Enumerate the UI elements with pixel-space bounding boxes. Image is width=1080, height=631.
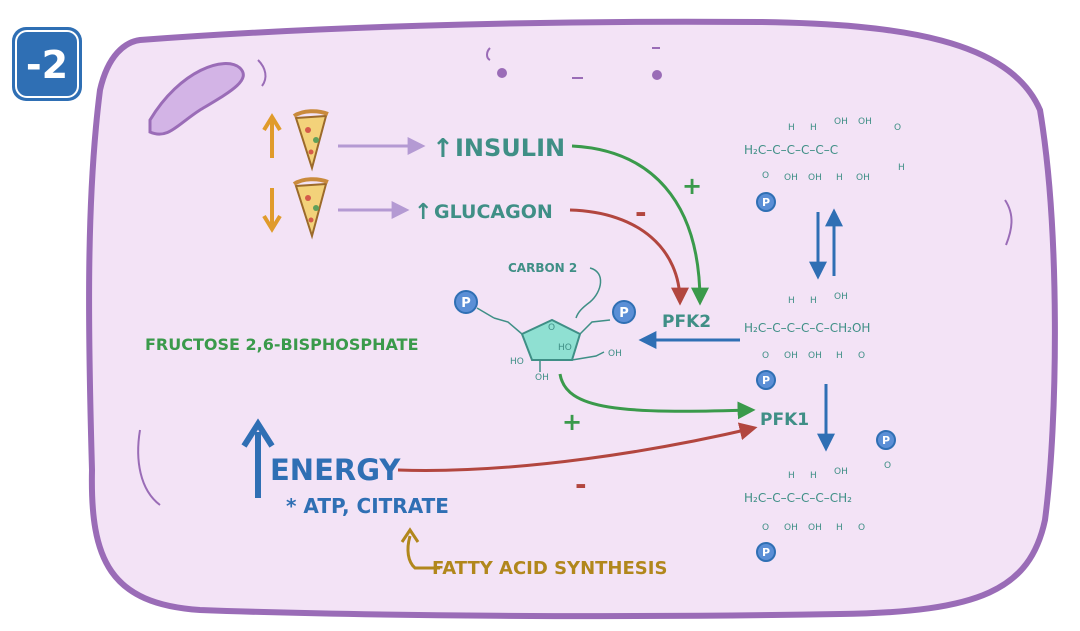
organelle-detail xyxy=(257,59,267,87)
f6p-structure: H H OH H₂C–C–C–C–C–CH₂OH O OH OH H O xyxy=(744,292,870,361)
svg-text:O: O xyxy=(762,171,769,181)
svg-text:P: P xyxy=(619,306,629,321)
svg-text:OH: OH xyxy=(856,173,870,183)
fasted-state-row xyxy=(262,177,329,240)
svg-text:H: H xyxy=(810,123,817,133)
svg-text:P: P xyxy=(882,434,890,447)
mitochondrion-icon xyxy=(148,62,245,136)
svg-text:OH: OH xyxy=(784,351,798,361)
svg-text:HO: HO xyxy=(510,357,524,367)
face-brow xyxy=(486,47,491,61)
cell-membrane xyxy=(86,18,1058,620)
svg-text:H: H xyxy=(898,163,905,173)
svg-text:OH: OH xyxy=(608,349,622,359)
svg-text:OH: OH xyxy=(784,523,798,533)
face-eye-right xyxy=(652,70,662,80)
fatty-acid-label: FATTY ACID SYNTHESIS xyxy=(432,558,667,579)
phosphate-icon: P xyxy=(756,192,776,212)
svg-text:OH: OH xyxy=(834,117,848,127)
svg-text:O: O xyxy=(762,351,769,361)
svg-text:OH: OH xyxy=(808,351,822,361)
svg-text:H: H xyxy=(788,296,795,306)
energy-subtitle: * ATP, CITRATE xyxy=(286,494,449,518)
f16bp-structure: O H H OH H₂C–C–C–C–C–CH₂ O OH OH H O xyxy=(744,461,891,533)
svg-text:H: H xyxy=(810,296,817,306)
fatty-acid-arrowhead xyxy=(400,527,420,543)
face-eye-left xyxy=(497,68,507,78)
phosphate-icon: P xyxy=(756,542,776,562)
carbon2-pointer xyxy=(575,267,602,319)
svg-text:H₂C–C–C–C–C–C: H₂C–C–C–C–C–C xyxy=(744,143,838,157)
phosphate-icon: P xyxy=(756,370,776,390)
svg-text:O: O xyxy=(894,123,901,133)
svg-text:H: H xyxy=(788,471,795,481)
pizza-icon xyxy=(292,109,329,172)
step-badge: -2 xyxy=(12,27,82,101)
svg-text:H: H xyxy=(836,351,843,361)
glucagon-up-arrow: ↑ xyxy=(414,200,432,225)
svg-text:P: P xyxy=(762,374,770,387)
energy-minus-sign: - xyxy=(575,468,587,501)
pfk2-label: PFK2 xyxy=(662,312,711,332)
insulin-label: INSULIN xyxy=(455,134,565,162)
energy-up-arrowhead xyxy=(241,418,275,448)
glucagon-to-pfk2-arrow xyxy=(569,208,689,306)
svg-text:H₂C–C–C–C–C–CH₂OH: H₂C–C–C–C–C–CH₂OH xyxy=(744,321,870,335)
membrane-squiggle-right xyxy=(1004,199,1013,246)
fed-state-row xyxy=(262,109,329,172)
pizza-icon xyxy=(292,177,329,240)
svg-text:OH: OH xyxy=(834,292,848,302)
svg-text:HO: HO xyxy=(558,343,572,353)
pfk1-label: PFK1 xyxy=(760,410,809,430)
f26bp-to-pfk1-arrow xyxy=(558,373,756,420)
svg-text:OH: OH xyxy=(535,373,549,383)
svg-text:O: O xyxy=(548,323,555,333)
svg-text:O: O xyxy=(884,461,891,471)
phosphate-icon: P xyxy=(876,430,896,450)
svg-text:O: O xyxy=(762,523,769,533)
insulin-plus-sign: + xyxy=(682,172,702,200)
svg-text:H: H xyxy=(836,173,843,183)
svg-text:H: H xyxy=(810,471,817,481)
glucose-structure: H H OH OH O H₂C–C–C–C–C–C H O OH OH H OH xyxy=(744,117,905,183)
phosphate-icon: P xyxy=(454,290,478,314)
f26bp-label: FRUCTOSE 2,6-BISPHOSPHATE xyxy=(145,335,419,354)
svg-text:P: P xyxy=(762,546,770,559)
insulin-up-arrow: ↑ xyxy=(432,134,454,164)
svg-text:OH: OH xyxy=(834,467,848,477)
phosphate-bond xyxy=(476,307,495,319)
svg-text:P: P xyxy=(762,196,770,209)
insulin-to-pfk2-arrow xyxy=(571,144,709,306)
energy-to-pfk1-arrow xyxy=(397,422,758,472)
carbon2-label: CARBON 2 xyxy=(508,261,577,275)
svg-text:OH: OH xyxy=(808,523,822,533)
fatty-acid-arrow xyxy=(406,535,440,570)
svg-text:OH: OH xyxy=(784,173,798,183)
glucagon-minus-sign: - xyxy=(635,196,647,229)
svg-text:OH: OH xyxy=(858,117,872,127)
f26bp-plus-sign: + xyxy=(562,408,582,436)
phosphate-icon: P xyxy=(612,300,636,324)
svg-text:H: H xyxy=(788,123,795,133)
energy-label: ENERGY xyxy=(270,453,401,487)
svg-text:O: O xyxy=(858,351,865,361)
svg-text:H: H xyxy=(836,523,843,533)
f26bp-ring: O HO HO OH OH xyxy=(493,317,622,383)
membrane-squiggle-left xyxy=(137,429,161,506)
svg-text:H₂C–C–C–C–C–CH₂: H₂C–C–C–C–C–CH₂ xyxy=(744,491,852,505)
svg-text:P: P xyxy=(461,296,471,311)
svg-text:O: O xyxy=(858,523,865,533)
glucagon-label: GLUCAGON xyxy=(434,201,553,223)
step-badge-number: -2 xyxy=(26,43,68,87)
svg-text:OH: OH xyxy=(808,173,822,183)
